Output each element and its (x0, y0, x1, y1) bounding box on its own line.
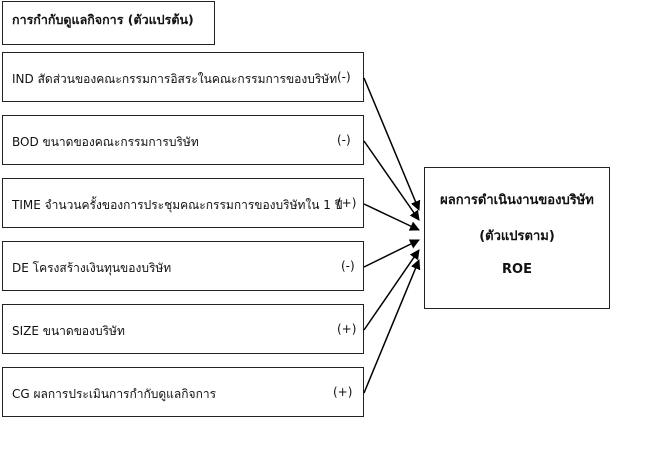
variable-label-size: SIZE ขนาดของบริษัท (12, 324, 125, 338)
variable-box-cg: CG ผลการประเมินการกำกับดูแลกิจการ (+) (2, 367, 364, 417)
independent-variables-header: การกำกับดูแลกิจการ (ตัวแปรต้น) (2, 1, 215, 45)
variable-sign-bod: (-) (337, 133, 351, 147)
arrow-time (363, 203, 420, 231)
variable-sign-time: (+) (337, 196, 357, 210)
variable-label-bod: BOD ขนาดของคณะกรรมการบริษัท (12, 135, 199, 149)
variable-label-de: DE โครงสร้างเงินทุนของบริษัท (12, 261, 172, 275)
dependent-subtitle: (ตัวแปรตาม) (479, 229, 555, 244)
arrow-cg (363, 259, 421, 394)
variable-sign-cg: (+) (333, 385, 353, 399)
dependent-variable: ROE (502, 262, 532, 277)
arrow-ind (363, 77, 421, 211)
arrow-de (363, 239, 420, 268)
variable-box-bod: BOD ขนาดของคณะกรรมการบริษัท (-) (2, 115, 364, 165)
variable-box-ind: IND สัดส่วนของคณะกรรมการอิสระในคณะกรรมกา… (2, 52, 364, 102)
dependent-title: ผลการดำเนินงานของบริษัท (440, 193, 594, 208)
variable-label-ind: IND สัดส่วนของคณะกรรมการอิสระในคณะกรรมกา… (12, 72, 338, 86)
variable-sign-ind: (-) (337, 70, 351, 84)
variable-box-size: SIZE ขนาดของบริษัท (+) (2, 304, 364, 354)
independent-header-label: การกำกับดูแลกิจการ (ตัวแปรต้น) (12, 12, 194, 27)
arrow-bod (363, 140, 420, 221)
variable-box-time: TIME จำนวนครั้งของการประชุมคณะกรรมการของ… (2, 178, 364, 228)
variable-label-time: TIME จำนวนครั้งของการประชุมคณะกรรมการของ… (12, 198, 343, 212)
variable-box-de: DE โครงสร้างเงินทุนของบริษัท (-) (2, 241, 364, 291)
variable-sign-size: (+) (337, 322, 357, 336)
dependent-variable-box: ผลการดำเนินงานของบริษัท (ตัวแปรตาม) ROE (424, 167, 610, 309)
variable-label-cg: CG ผลการประเมินการกำกับดูแลกิจการ (12, 387, 217, 401)
arrow-size (363, 249, 420, 331)
variable-sign-de: (-) (341, 259, 355, 273)
